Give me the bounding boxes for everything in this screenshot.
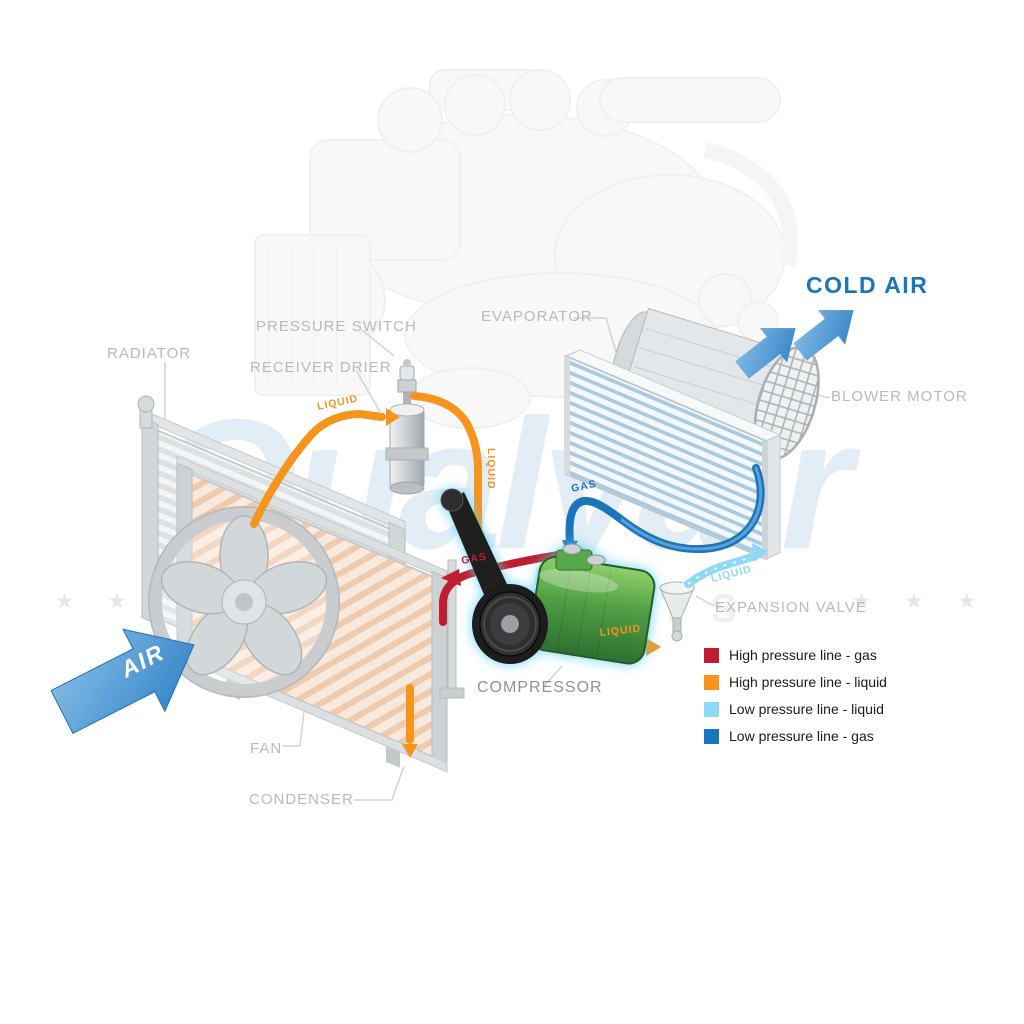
legend-item-high-gas: High pressure line - gas [704,647,887,663]
cold-air-label: COLD AIR [806,272,929,298]
legend-item-high-liquid: High pressure line - liquid [704,674,887,690]
legend-label-low-gas: Low pressure line - gas [729,728,874,744]
mount-post [439,559,465,699]
receiver-drier-label: RECEIVER DRIER [250,359,392,376]
condenser-label: CONDENSER [249,791,354,808]
cold-air-arrows [735,310,854,379]
legend-label-high-liquid: High pressure line - liquid [729,674,887,690]
watermark-stars-right: ★ ★ ★ [852,590,990,613]
air-arrow [50,628,195,735]
legend-swatch-low-liquid [704,701,719,717]
legend: High pressure line - gas High pressure l… [704,647,887,744]
compressor-graphic [440,488,656,665]
fan-label: FAN [250,740,283,757]
expansion-valve-label: EXPANSION VALVE [715,599,867,616]
pressure-switch-label: PRESSURE SWITCH [256,318,417,335]
compressor-pulley [472,584,548,664]
pipe-high-pressure-liquid-arrows [386,408,661,758]
pipe-low-pressure-liquid-dashes [687,556,753,585]
pipe-low-pressure-liquid-arrow [752,543,768,562]
legend-label-high-gas: High pressure line - gas [729,647,877,663]
evaporator-graphic [564,349,782,561]
pipe-label-gas-discharge: GAS [460,551,487,567]
compressor-label: COMPRESSOR [477,679,603,696]
pipe-low-pressure-gas-highlight [620,466,763,551]
legend-swatch-high-liquid [704,674,719,690]
fan-graphic [148,506,340,698]
legend-item-low-gas: Low pressure line - gas [704,728,887,744]
belt-idler-pulley [440,488,464,512]
legend-swatch-low-gas [704,728,719,744]
pipe-high-pressure-gas-arrow [441,569,461,586]
legend-item-low-liquid: Low pressure line - liquid [704,701,887,717]
radiator-label: RADIATOR [107,345,192,362]
legend-label-low-liquid: Low pressure line - liquid [729,701,884,717]
pipe-label-liquid-into-valve: LIQUID [599,623,642,639]
receiver-drier-graphic [385,403,429,495]
radiator-inlet-stub [137,395,155,429]
pressure-switch-graphic [397,359,417,410]
evaporator-label: EVAPORATOR [481,308,593,325]
legend-swatch-high-gas [704,647,719,663]
blower-motor-label: BLOWER MOTOR [831,388,968,405]
pipe-label-gas-suction: GAS [570,478,598,495]
pipe-label-liquid-down-run: LIQUID [485,448,497,490]
engine-ghost [254,69,799,429]
